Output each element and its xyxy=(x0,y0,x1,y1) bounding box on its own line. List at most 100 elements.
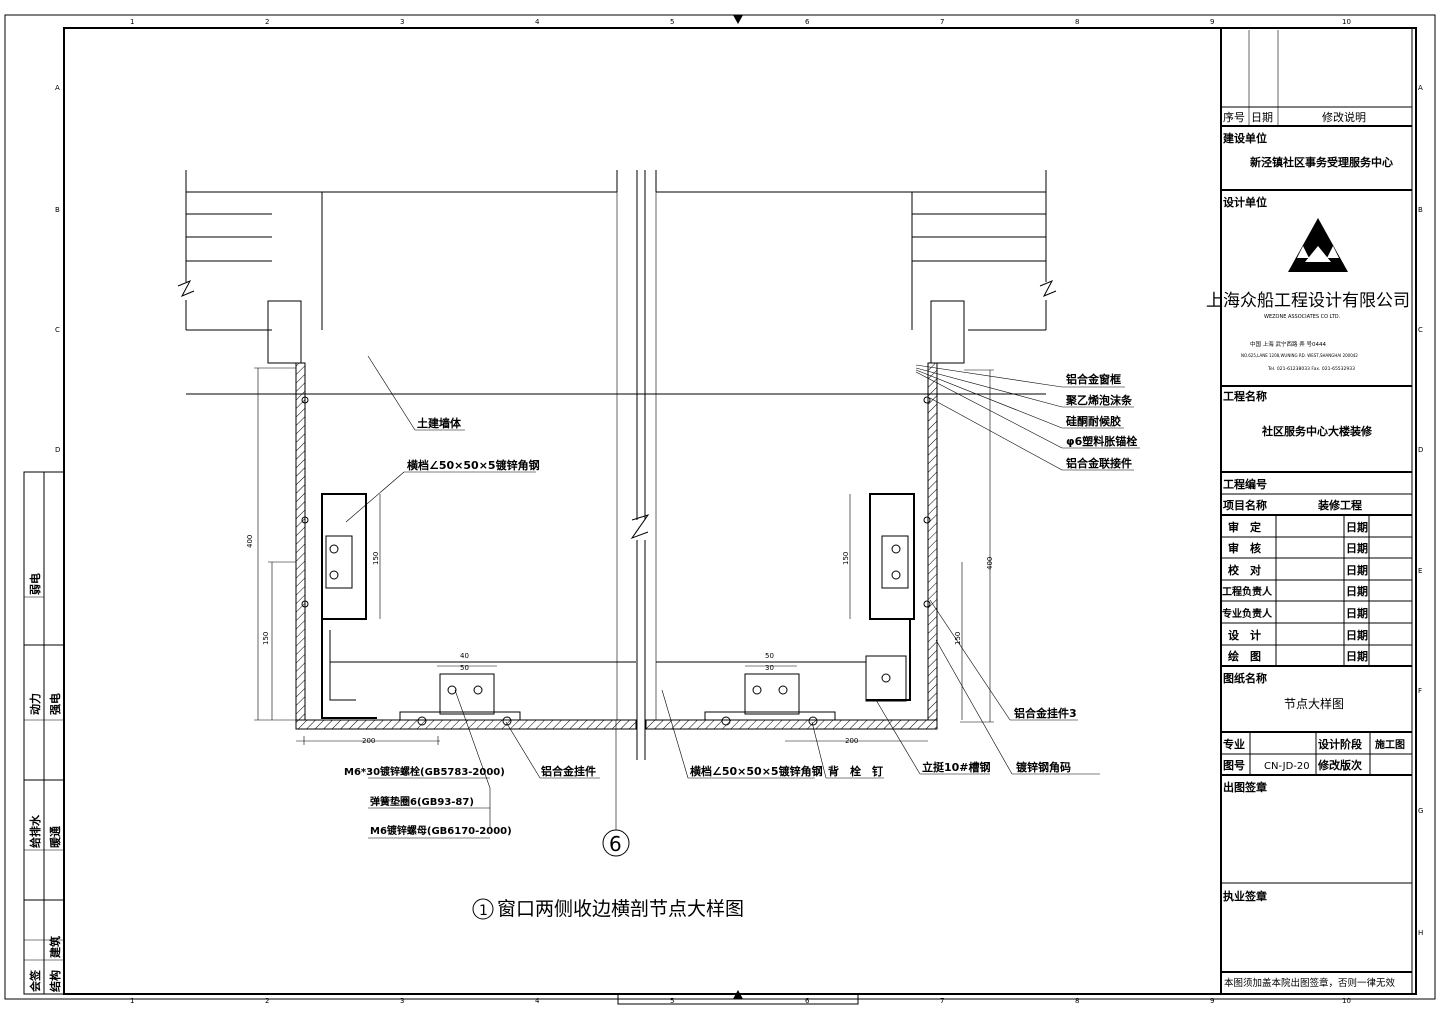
dim-label: 150 xyxy=(262,632,270,645)
row-letter: E xyxy=(1418,567,1422,575)
label-hbar-bottom: 横档∠50×50×5镀锌角钢 xyxy=(690,764,823,778)
company-address-en: NO.625,LANE 1208,WUNING RD. WEST,SHANGHA… xyxy=(1241,353,1358,358)
strip-label: 动力 xyxy=(28,693,42,715)
row-letter: A xyxy=(55,84,60,92)
col-number: 7 xyxy=(940,997,944,1005)
col-number: 2 xyxy=(265,18,269,26)
label-washer: 弹簧垫圈6(GB93-87) xyxy=(370,795,474,808)
label-hanger: 铝合金挂件 xyxy=(541,764,596,778)
dim-label: 150 xyxy=(954,632,962,645)
number-value: CN-JD-20 xyxy=(1264,761,1310,772)
strip-label: 会签 xyxy=(28,969,42,992)
signoff-date: 日期 xyxy=(1346,541,1368,555)
col-number: 8 xyxy=(1075,997,1079,1005)
row-letter: C xyxy=(55,326,60,334)
sheet-frame xyxy=(4,14,1436,1005)
signoff-date: 日期 xyxy=(1346,584,1368,598)
label-wall: 土建墙体 xyxy=(417,416,462,430)
signoff-role: 绘 图 xyxy=(1228,649,1261,663)
label-channel: 立挺10#槽钢 xyxy=(922,760,991,774)
label-foam: 聚乙烯泡沫条 xyxy=(1065,393,1133,407)
col-number: 4 xyxy=(535,18,540,26)
col-number: 6 xyxy=(805,18,810,26)
row-letter: G xyxy=(1418,807,1423,815)
row-letter: B xyxy=(55,206,60,214)
dim-label: 400 xyxy=(246,535,254,548)
col-number: 1 xyxy=(130,18,134,26)
col-number: 5 xyxy=(670,18,674,26)
drawing-name-label: 图纸名称 xyxy=(1223,671,1267,685)
label-window-frame: 铝合金窗框 xyxy=(1066,372,1121,386)
signoff-date: 日期 xyxy=(1346,606,1368,620)
label-back-bolt: 背 栓 钉 xyxy=(828,764,883,778)
number-label: 图号 xyxy=(1223,759,1245,772)
detail-drawing: 400 150 150 200 40 50 50 30 200 400 150 … xyxy=(177,170,1140,920)
detail-number: 1 xyxy=(479,903,488,919)
signoff-date: 日期 xyxy=(1346,628,1368,642)
dim-label: 50 xyxy=(460,664,469,672)
license-stamp-label: 执业签章 xyxy=(1223,889,1267,903)
col-number: 2 xyxy=(265,997,269,1005)
row-letter: C xyxy=(1418,326,1423,334)
item-value: 装修工程 xyxy=(1317,498,1362,512)
axis-label: 6 xyxy=(609,832,622,856)
title-block: 序号 日期 修改说明 建设单位 新泾镇社区事务受理服务中心 设计单位 上海众船工… xyxy=(1206,30,1412,989)
dim-label: 150 xyxy=(842,552,850,565)
dim-label: 400 xyxy=(986,557,994,570)
dim-label: 50 xyxy=(765,652,774,660)
col-number: 10 xyxy=(1342,18,1351,26)
col-number: 9 xyxy=(1210,18,1214,26)
issue-stamp-label: 出图签章 xyxy=(1223,780,1267,794)
strip-label: 建筑 xyxy=(48,936,62,958)
item-label: 项目名称 xyxy=(1223,498,1267,512)
row-letter: A xyxy=(1418,84,1423,92)
col-number: 5 xyxy=(670,997,674,1005)
label-nut: M6镀锌螺母(GB6170-2000) xyxy=(370,824,512,837)
company-name-cn: 上海众船工程设计有限公司 xyxy=(1206,291,1410,311)
company-address-cn: 中国 上海 武宁西路 弄 号0444 xyxy=(1250,340,1326,348)
project-label: 工程名称 xyxy=(1223,389,1267,403)
signoff-date: 日期 xyxy=(1346,563,1368,577)
countersign-strip: 弱电 动力 强电 给排水 暖通 会签 建筑 结构 xyxy=(23,471,65,995)
eng-number-label: 工程编号 xyxy=(1223,477,1267,491)
col-number: 3 xyxy=(400,18,404,26)
dim-label: 30 xyxy=(765,664,774,672)
label-silicone: 硅酮耐候胶 xyxy=(1066,414,1121,428)
strip-label: 暖通 xyxy=(48,826,62,848)
dim-label: 200 xyxy=(362,737,375,745)
drawing-name-value: 节点大样图 xyxy=(1284,696,1344,711)
company-name-en: WEZONE ASSOCIATES CO LTD. xyxy=(1264,314,1341,320)
signoff-role: 校 对 xyxy=(1228,563,1261,577)
label-connector: 铝合金联接件 xyxy=(1066,456,1132,470)
stage-label: 设计阶段 xyxy=(1318,737,1362,751)
company-tel: Tel. 021-61238033 Fax. 021-65532933 xyxy=(1267,366,1355,372)
column-numbers: 1 2 3 4 5 6 7 8 9 10 1 2 3 4 5 6 7 8 9 1… xyxy=(130,18,1351,1005)
row-letters: A B C D A B C D E F G H xyxy=(55,84,1423,937)
strip-label: 结构 xyxy=(48,970,62,993)
version-label: 修改版次 xyxy=(1317,758,1362,772)
label-hanger3: 铝合金挂件3 xyxy=(1014,706,1077,720)
client-value: 新泾镇社区事务受理服务中心 xyxy=(1250,155,1393,169)
col-number: 3 xyxy=(400,997,404,1005)
col-number: 1 xyxy=(130,997,134,1005)
signoff-date: 日期 xyxy=(1346,520,1368,534)
footnote: 本图须加盖本院出图签章，否则一律无效 xyxy=(1224,977,1396,989)
detail-title: 窗口两侧收边横剖节点大样图 xyxy=(497,898,744,920)
row-letter: D xyxy=(1418,446,1423,454)
signoff-role: 工程负责人 xyxy=(1222,585,1273,598)
discipline-label: 专业 xyxy=(1223,737,1245,751)
dim-label: 200 xyxy=(845,737,858,745)
company-logo-icon xyxy=(1288,218,1348,272)
row-letter: B xyxy=(1418,206,1423,214)
strip-label: 给排水 xyxy=(28,814,42,848)
signoff-date: 日期 xyxy=(1346,649,1368,663)
rev-desc-header: 修改说明 xyxy=(1322,110,1366,124)
stage-value: 施工图 xyxy=(1375,738,1405,751)
signoff-role: 审 核 xyxy=(1228,541,1261,555)
row-letter: D xyxy=(55,446,60,454)
label-galv-code: 镀锌钢角码 xyxy=(1016,760,1071,774)
signoff-role: 设 计 xyxy=(1228,628,1261,642)
col-number: 10 xyxy=(1342,997,1351,1005)
col-number: 9 xyxy=(1210,997,1214,1005)
row-letter: H xyxy=(1418,929,1423,937)
